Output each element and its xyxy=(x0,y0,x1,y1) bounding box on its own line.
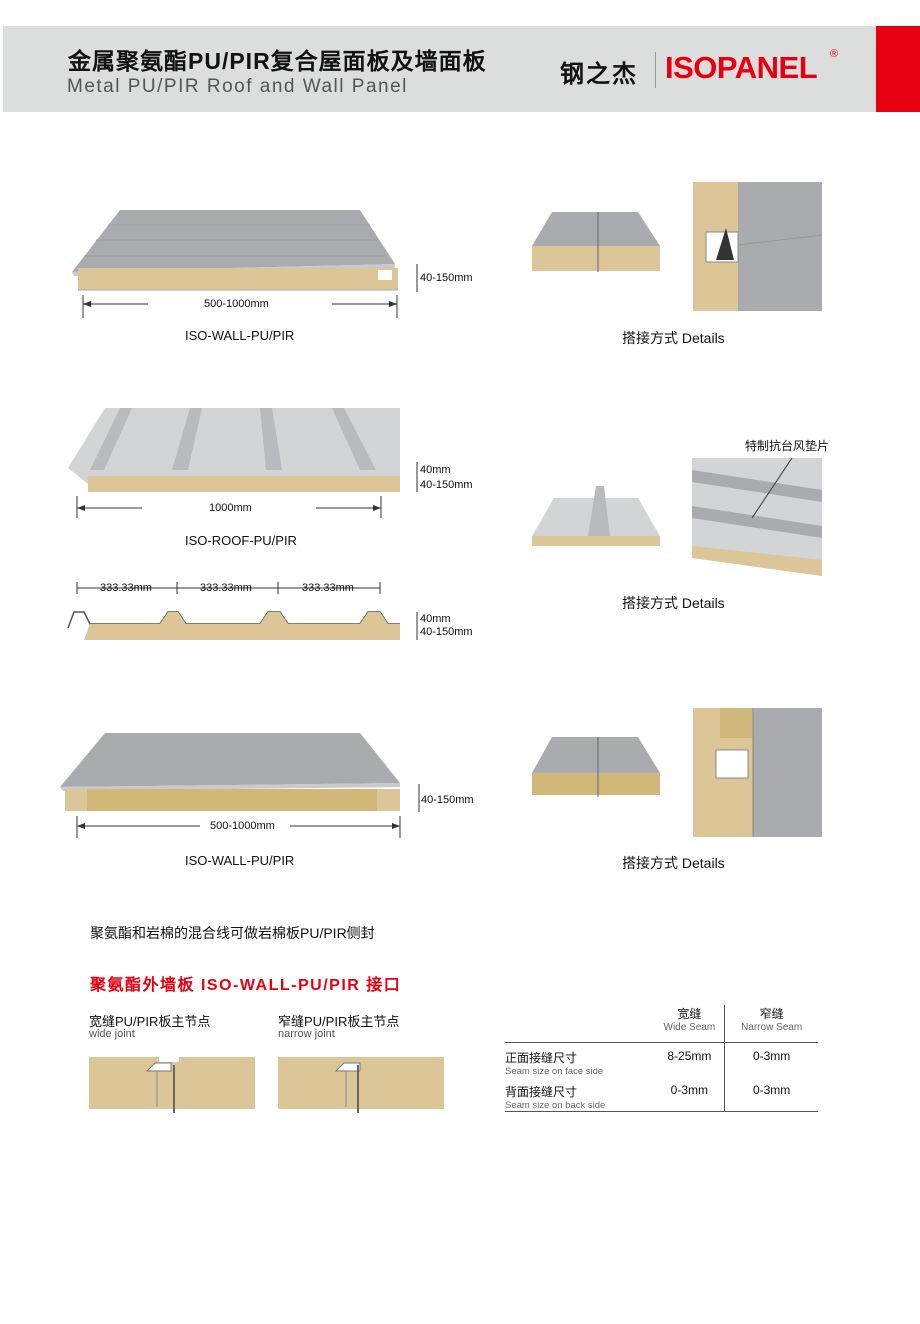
row-label-cn: 正面接缝尺寸 xyxy=(505,1050,578,1065)
rockwool-width-label: 500-1000mm xyxy=(210,820,275,832)
roof-joint-detail-illustration xyxy=(532,457,822,576)
rib-pitch-label-2: 333.33mm xyxy=(200,582,252,594)
wall-thickness-label: 40-150mm xyxy=(420,272,473,284)
roof-details-caption: 搭接方式 Details xyxy=(622,595,725,611)
header-accent-block xyxy=(876,26,920,112)
rockwool-details-caption: 搭接方式 Details xyxy=(622,855,725,871)
wide-joint-subtitle: wide joint xyxy=(89,1028,135,1040)
wall-joint-detail-illustration xyxy=(532,182,823,311)
rockwool-dimension-lines xyxy=(76,784,420,838)
rockwool-joint-detail-illustration xyxy=(532,708,822,837)
roof-rib-height-label: 40mm xyxy=(420,464,451,476)
row-label-en: Seam size on back side xyxy=(505,1099,606,1111)
seam-size-table: 宽缝 Wide Seam 窄缝 Narrow Seam 正面接缝尺寸 Seam … xyxy=(505,1005,818,1112)
header-narrow-seam: 窄缝 Narrow Seam xyxy=(725,1005,818,1042)
anti-typhoon-pad-callout: 特制抗台风垫片 xyxy=(745,439,830,453)
profile-rib-label: 40mm xyxy=(420,613,451,625)
joint-section-title: 聚氨酯外墙板 ISO-WALL-PU/PIR 接口 xyxy=(90,977,402,994)
roof-panel-label: ISO-ROOF-PU/PIR xyxy=(185,533,297,548)
header-narrow-seam-cn: 窄缝 xyxy=(759,1007,784,1021)
roof-panel-illustration xyxy=(68,408,400,492)
roof-width-label: 1000mm xyxy=(209,502,252,514)
wide-joint-title: 宽缝PU/PIR板主节点 xyxy=(89,1014,211,1029)
rib-pitch-label-3: 333.33mm xyxy=(302,582,354,594)
wall-dimension-lines xyxy=(82,264,418,318)
row-wide-value: 8-25mm xyxy=(654,1042,726,1077)
row-label-cn: 背面接缝尺寸 xyxy=(505,1084,578,1099)
isopanel-logo: ISOPANEL xyxy=(665,50,818,85)
hybrid-note: 聚氨酯和岩棉的混合线可做岩棉板PU/PIR侧封 xyxy=(90,925,375,941)
rockwool-panel-label: ISO-WALL-PU/PIR xyxy=(185,853,295,868)
wall-panel-label: ISO-WALL-PU/PIR xyxy=(185,328,295,343)
page-title-cn: 金属聚氨酯PU/PIR复合屋面板及墙面板 xyxy=(68,48,487,74)
rib-pitch-label-1: 333.33mm xyxy=(100,582,152,594)
row-label-en: Seam size on face side xyxy=(505,1065,604,1077)
header-band xyxy=(3,26,876,112)
header-narrow-seam-en: Narrow Seam xyxy=(741,1022,803,1033)
row-wide-value: 0-3mm xyxy=(654,1076,726,1111)
roof-thickness-label: 40-150mm xyxy=(420,479,473,491)
narrow-joint-title: 窄缝PU/PIR板主节点 xyxy=(278,1014,400,1029)
row-narrow-value: 0-3mm xyxy=(752,1082,791,1097)
header-wide-seam-en: Wide Seam xyxy=(663,1022,716,1033)
row-narrow-value: 0-3mm xyxy=(752,1048,791,1063)
roof-profile-illustration xyxy=(67,582,418,640)
rockwool-wall-panel-illustration xyxy=(60,733,400,811)
wall-width-label: 500-1000mm xyxy=(204,298,269,310)
roof-dimension-lines xyxy=(76,462,418,518)
table-row: 背面接缝尺寸 Seam size on back side 0-3mm 0-3m… xyxy=(505,1076,818,1111)
table-row: 正面接缝尺寸 Seam size on face side 8-25mm 0-3… xyxy=(505,1042,818,1077)
narrow-joint-illustration xyxy=(278,1057,444,1113)
wide-joint-illustration xyxy=(89,1057,255,1113)
header-wide-seam: 宽缝 Wide Seam xyxy=(654,1005,726,1042)
rockwool-thickness-label: 40-150mm xyxy=(421,794,474,806)
header-wide-seam-cn: 宽缝 xyxy=(677,1007,702,1021)
wall-details-caption: 搭接方式 Details xyxy=(622,330,725,346)
profile-thickness-label: 40-150mm xyxy=(420,626,473,638)
brand-divider xyxy=(655,52,656,88)
brand-name-cn: 钢之杰 xyxy=(560,61,638,88)
registered-mark: ® xyxy=(830,48,839,60)
wall-panel-illustration xyxy=(72,210,398,291)
narrow-joint-subtitle: narrow joint xyxy=(278,1028,335,1040)
page-title-en: Metal PU/PIR Roof and Wall Panel xyxy=(67,76,408,97)
